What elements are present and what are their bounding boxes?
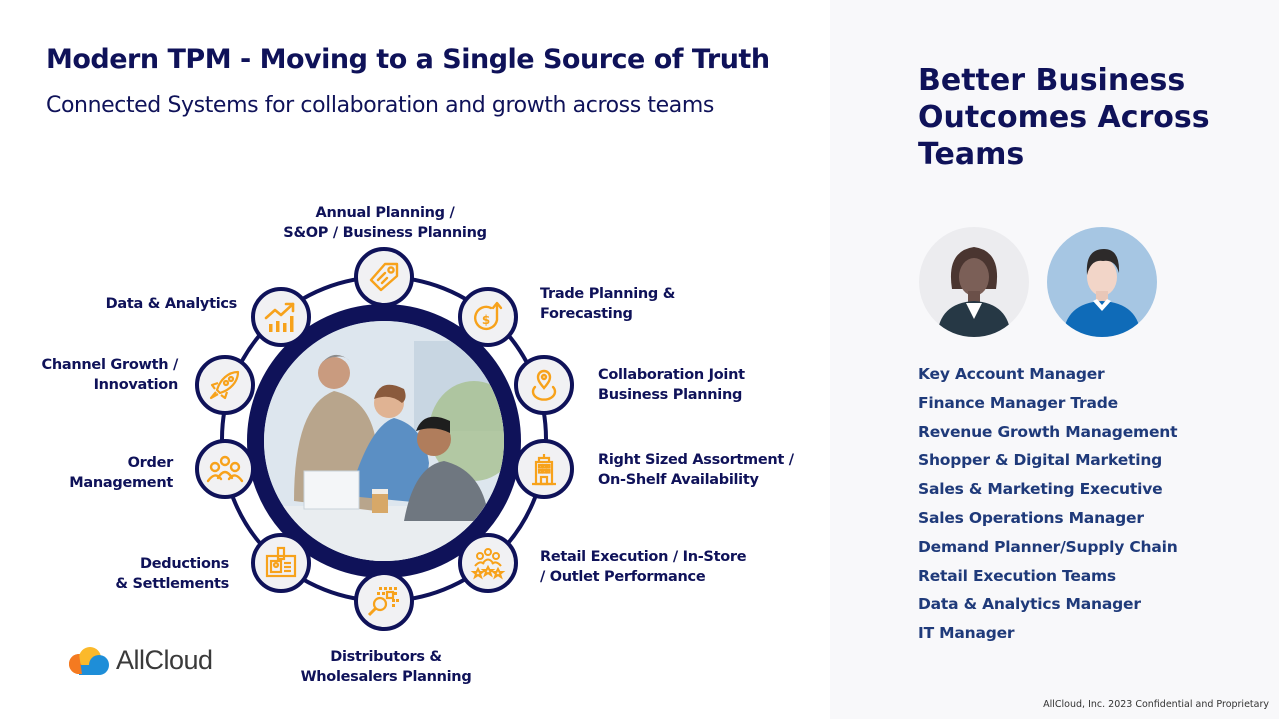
svg-text:$: $ [482,313,490,327]
node-annual-planning[interactable] [354,247,414,307]
node-assortment[interactable] [514,439,574,499]
data-search-icon [367,587,399,617]
dollar-growth-icon: $ [474,301,503,331]
label-annual-planning: Annual Planning /S&OP / Business Plannin… [283,205,487,241]
node-data-analytics[interactable] [251,287,311,347]
role-item: Data & Analytics Manager [918,595,1141,614]
label-assortment: Right Sized Assortment /On-Shelf Availab… [598,452,794,488]
role-item: Retail Execution Teams [918,566,1116,585]
role-item: Key Account Manager [918,365,1105,383]
logo-text: AllCloud [116,645,213,675]
label-data-analytics: Data & Analytics [105,296,238,312]
footer-confidential: AllCloud, Inc. 2023 Confidential and Pro… [1043,699,1269,710]
label-deductions: Deductions& Settlements [115,556,229,592]
roles-list: Key Account Manager Finance Manager Trad… [918,363,1178,651]
node-collaboration[interactable] [514,355,574,415]
tpm-diagram: $ [41,205,795,685]
building-icon [532,454,556,486]
label-channel-growth: Channel Growth /Innovation [41,357,179,393]
location-pin-icon [531,369,557,401]
node-retail-execution[interactable] [458,533,518,593]
role-item: Sales Operations Manager [918,508,1144,527]
role-item: Revenue Growth Management [918,422,1178,441]
right-panel [830,0,1279,719]
woman-avatar [919,227,1029,337]
outcomes-heading: Better Business Outcomes Across Teams [918,63,1210,172]
team-collaborating-at-laptop-photo [264,321,504,561]
role-item: Demand Planner/Supply Chain [918,537,1178,556]
node-deductions[interactable] [251,533,311,593]
id-card-icon [265,546,297,578]
page-subtitle: Connected Systems for collaboration and … [46,93,714,118]
rocket-icon [209,370,240,400]
node-trade-planning[interactable]: $ [458,287,518,347]
chart-growth-icon [264,302,295,332]
node-order-management[interactable] [195,439,255,499]
role-item: Sales & Marketing Executive [918,480,1163,499]
team-stars-icon [470,548,506,580]
node-channel-growth[interactable] [195,355,255,415]
cloud-logo-icon [69,646,109,675]
label-trade-planning: Trade Planning &Forecasting [540,286,676,322]
label-distributors: Distributors &Wholesalers Planning [300,649,472,685]
group-icon [206,455,244,483]
node-distributors[interactable] [354,571,414,631]
price-tag-icon [369,262,399,292]
role-item: Finance Manager Trade [918,393,1118,412]
label-retail-execution: Retail Execution / In-Store/ Outlet Perf… [540,549,747,585]
role-item: Shopper & Digital Marketing [918,451,1163,470]
allcloud-logo: AllCloud [68,645,213,676]
role-item: IT Manager [918,624,1015,643]
man-avatar [1047,227,1157,337]
page-title: Modern TPM - Moving to a Single Source o… [46,44,770,75]
